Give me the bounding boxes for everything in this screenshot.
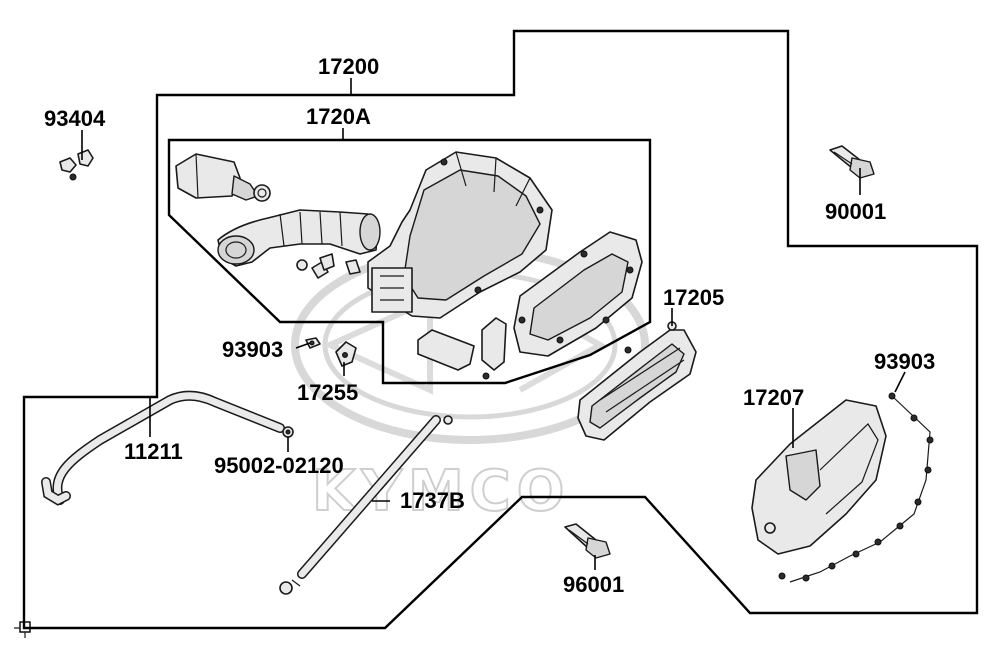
part-intake-duct [217,209,381,267]
part-93404-clip [59,149,94,181]
part-93903-clip-chain [778,392,934,583]
label-17205: 17205 [663,285,724,310]
label-93903-left: 93903 [222,337,283,362]
part-element-gasket [513,231,643,357]
assembly-frame-1720A [167,138,652,385]
part-17207-cover [751,399,887,555]
part-intake-box [175,153,271,202]
label-96001: 96001 [563,572,624,597]
part-96001-bolt [564,523,611,559]
leader-lines [81,78,906,570]
part-17205-filter-element [577,321,697,441]
part-air-cleaner-case [367,151,553,319]
label-93404: 93404 [44,106,106,131]
label-90001: 90001 [825,199,886,224]
part-95002-clip [282,426,294,438]
label-17255: 17255 [297,380,358,405]
label-17207: 17207 [743,385,804,410]
label-11211: 11211 [124,439,183,464]
part-17255-bracket [335,341,357,367]
part-filter-foam [417,317,507,380]
label-1737B: 1737B [400,488,465,513]
part-11211-tube [41,390,285,506]
part-1737B-drain-tube [279,415,453,595]
part-93903-clip [305,337,321,349]
assembly-frame-17200 [22,29,979,630]
label-17200: 17200 [318,54,379,79]
label-1720A: 1720A [306,104,371,129]
part-90001-bolt [829,145,875,179]
label-93903-right: 93903 [874,349,935,374]
part-small-fittings [296,253,361,279]
label-95002-02120: 95002-02120 [214,453,344,478]
corner-mark-icon [14,621,31,638]
